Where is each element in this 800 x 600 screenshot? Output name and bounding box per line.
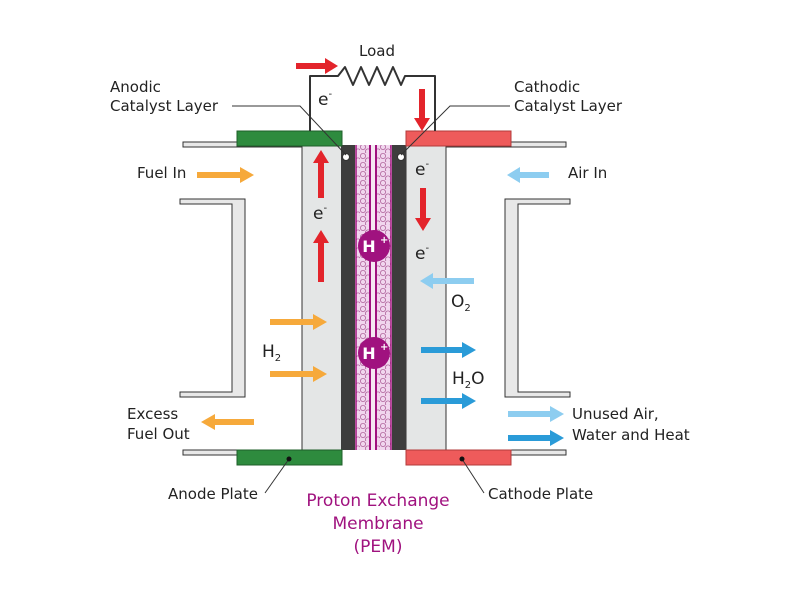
electron-label-cathode-bottom: e- — [415, 243, 429, 264]
h2-label: H2 — [262, 342, 281, 364]
pem-label-line1: Proton Exchange — [306, 491, 449, 511]
proton-bottom: H + — [358, 337, 390, 369]
cathode-plate-label: Cathode Plate — [488, 485, 593, 503]
anodic-label-line2: Catalyst Layer — [110, 97, 219, 115]
fuel-in-label: Fuel In — [137, 164, 186, 182]
anode-plate-label: Anode Plate — [168, 485, 258, 503]
anode-plate-leader — [264, 458, 290, 494]
electron-label-cathode-top: e- — [415, 159, 429, 180]
cathode-plate-bottom — [405, 449, 512, 466]
proton-bottom-charge: + — [380, 342, 388, 353]
cathodic-leader — [400, 105, 510, 156]
cathodic-label-line2: Catalyst Layer — [514, 97, 623, 115]
h2-arrow-1 — [270, 314, 327, 330]
pem-membrane-right — [376, 145, 391, 450]
pem-label-line3: (PEM) — [354, 537, 403, 557]
air-in-label: Air In — [568, 164, 607, 182]
left-chamber — [179, 198, 246, 398]
pem-label-line2: Membrane — [332, 514, 423, 534]
h2o-arrow-2 — [421, 393, 476, 409]
electron-arrow-load — [296, 58, 338, 74]
proton-bottom-symbol: H — [362, 344, 375, 363]
electron-arrow-cathode-in — [414, 89, 430, 131]
anodic-catalyst-layer — [341, 145, 355, 450]
unused-air-arrow — [508, 406, 564, 422]
anodic-leader — [232, 105, 347, 156]
electron-label-anode: e- — [313, 203, 327, 224]
cathodic-label-line1: Cathodic — [514, 78, 580, 96]
fuel-in-arrow — [197, 167, 254, 183]
electron-arrow-anode-up-1 — [313, 150, 329, 198]
load-label: Load — [359, 42, 395, 60]
electron-arrow-anode-up-2 — [313, 230, 329, 282]
o2-label: O2 — [451, 292, 471, 314]
fuel-arrows — [197, 167, 327, 430]
air-water-arrows — [420, 167, 564, 446]
water-heat-arrow — [508, 430, 564, 446]
excess-label-line1: Excess — [127, 405, 178, 423]
air-in-arrow — [507, 167, 549, 183]
proton-top: H + — [358, 230, 390, 262]
proton-top-charge: + — [380, 235, 388, 246]
cathodic-contact-dot — [397, 153, 405, 161]
unused-label-line2: Water and Heat — [572, 426, 690, 444]
anodic-contact-dot — [342, 153, 350, 161]
electron-arrow-cathode-down — [415, 188, 431, 231]
pem-membrane-left — [356, 145, 370, 450]
anodic-label-line1: Anodic — [110, 78, 161, 96]
h2o-label: H2O — [452, 369, 485, 391]
excess-label-line2: Fuel Out — [127, 425, 190, 443]
anode-plate-top — [236, 130, 343, 147]
h2-arrow-2 — [270, 366, 327, 382]
o2-arrow — [420, 273, 474, 289]
electron-arrows — [296, 58, 431, 282]
load-circuit-wire — [309, 66, 436, 131]
unused-label-line1: Unused Air, — [572, 405, 659, 423]
electron-label-load: e- — [318, 89, 332, 110]
h2o-arrow-1 — [421, 342, 476, 358]
right-chamber — [504, 198, 571, 398]
cathode-plate-leader — [461, 458, 485, 494]
excess-fuel-arrow — [201, 414, 254, 430]
pem-center-strip — [370, 145, 376, 450]
cathode-plate-top — [405, 130, 512, 147]
cathodic-catalyst-layer — [392, 145, 406, 450]
proton-top-symbol: H — [362, 237, 375, 256]
